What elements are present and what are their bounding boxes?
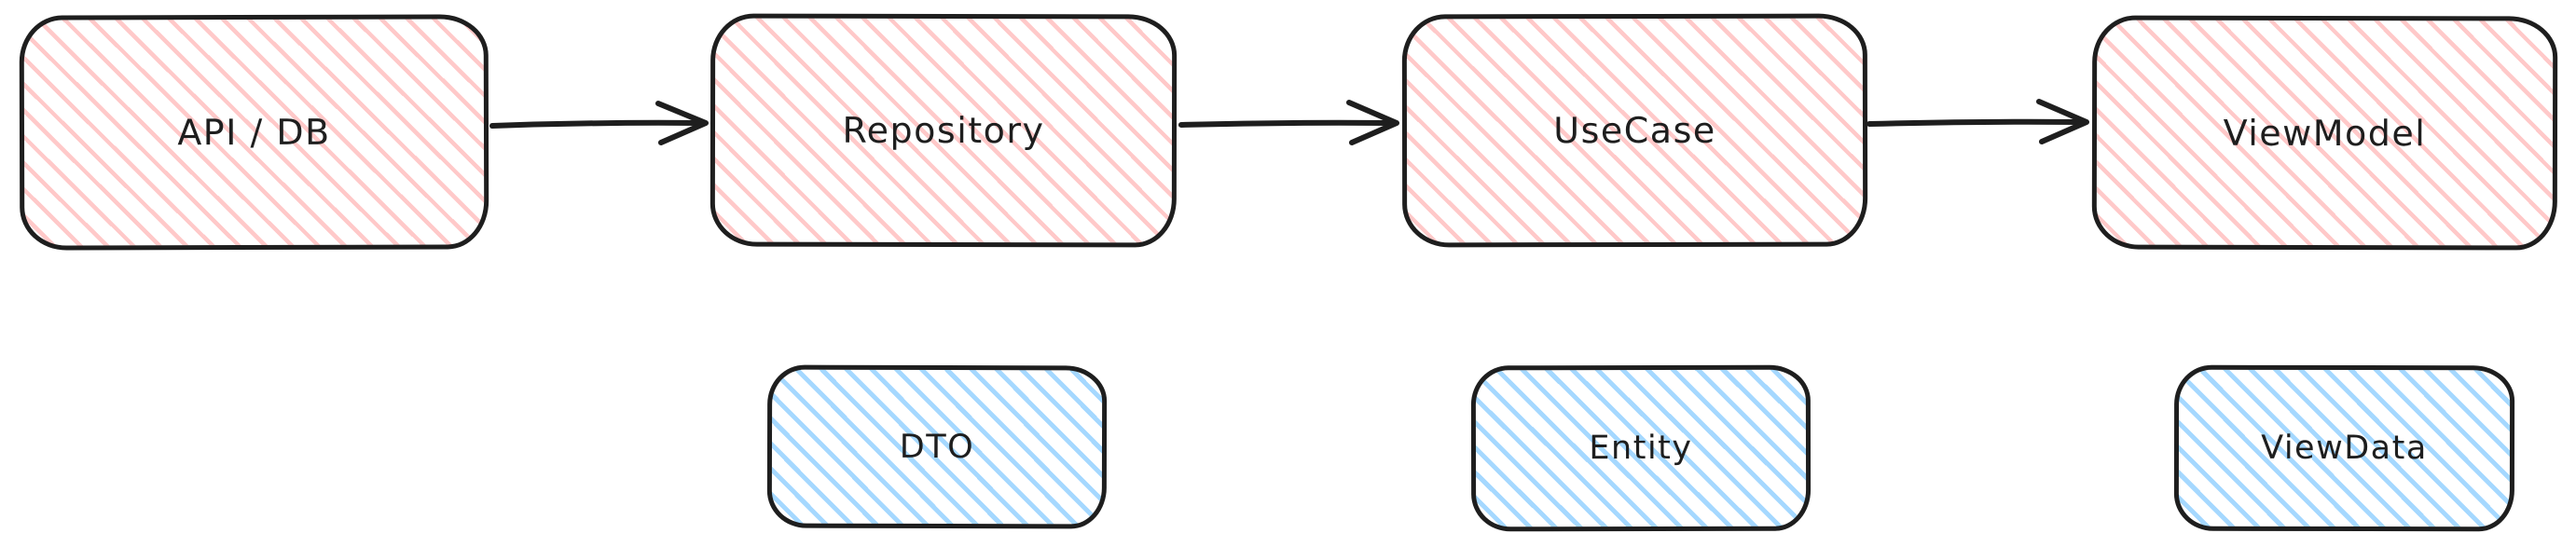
node-api-db: API / DB (19, 14, 489, 251)
arrow-head-icon (2036, 99, 2089, 144)
node-viewmodel-label: ViewModel (2223, 112, 2427, 154)
node-entity: Entity (1470, 364, 1811, 532)
node-viewdata: ViewData (2173, 364, 2515, 532)
arrow-shaft (1178, 119, 1394, 128)
node-repository: Repository (709, 13, 1178, 248)
node-viewmodel: ViewModel (2091, 15, 2558, 251)
flow-arrow-1 (489, 101, 709, 145)
node-repository-label: Repository (842, 109, 1045, 152)
flow-arrow-2 (1178, 100, 1399, 145)
node-api-db-label: API / DB (177, 111, 331, 154)
node-viewdata-label: ViewData (2261, 429, 2428, 468)
node-usecase: UseCase (1401, 13, 1868, 248)
node-usecase-label: UseCase (1553, 109, 1716, 152)
arrow-shaft (1867, 118, 2084, 127)
node-entity-label: Entity (1589, 429, 1693, 468)
flow-arrow-3 (1867, 99, 2089, 144)
arrow-head-icon (1346, 100, 1399, 145)
arrow-shaft (489, 119, 703, 129)
node-dto: DTO (766, 364, 1108, 529)
arrow-head-icon (655, 101, 709, 145)
node-dto-label: DTO (899, 428, 975, 466)
